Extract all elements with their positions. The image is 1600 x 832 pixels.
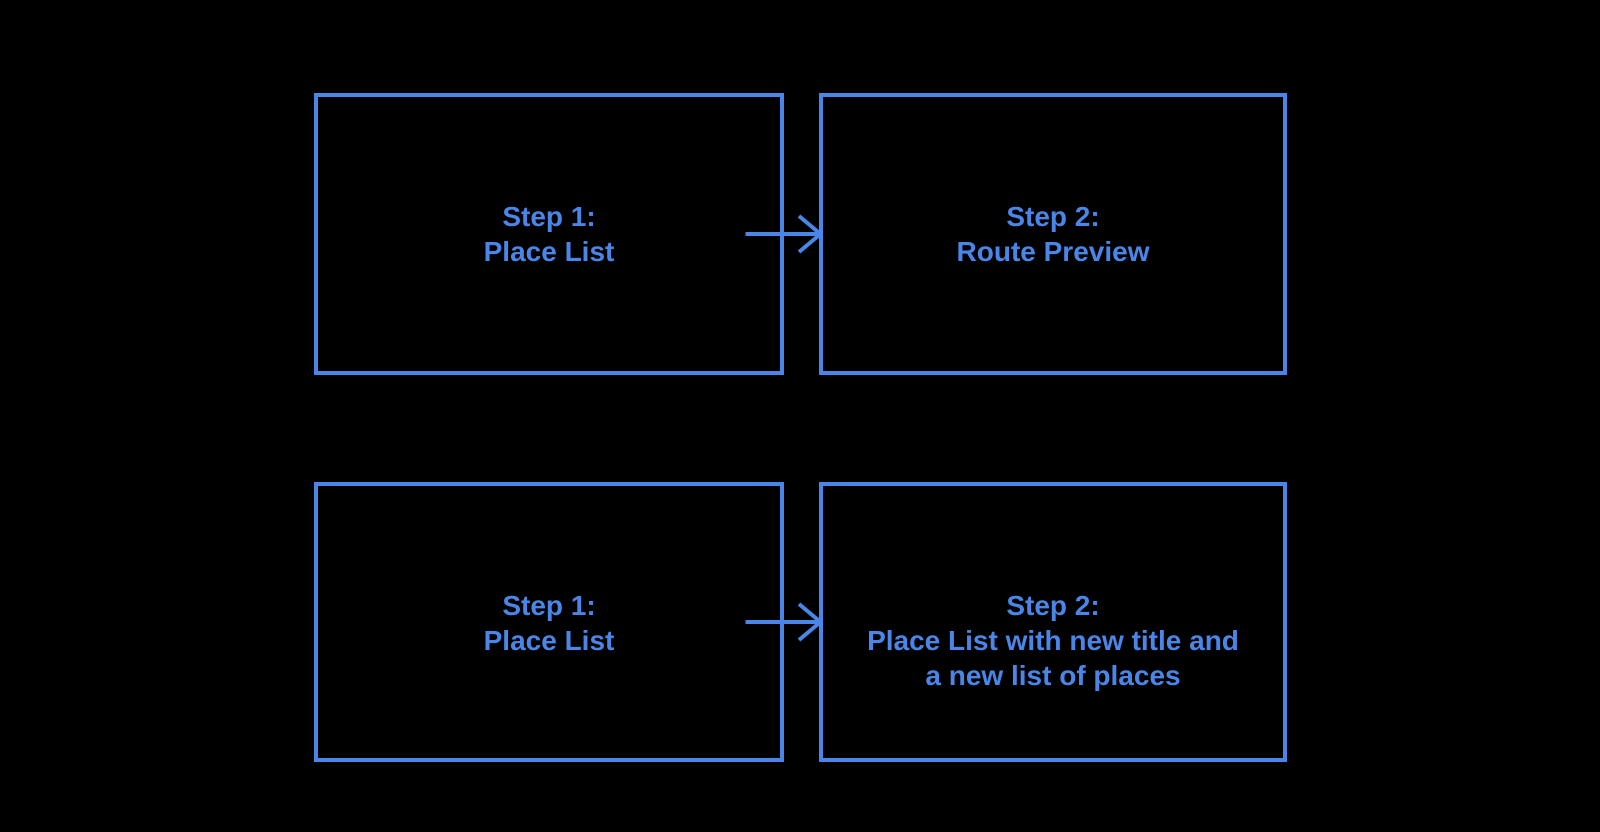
flow-box-step1-top-label: Step 1: Place List xyxy=(314,199,784,269)
label-line: Place List with new title and xyxy=(867,625,1239,656)
label-line: Step 1: xyxy=(502,590,596,621)
label-line: Step 1: xyxy=(502,201,596,232)
right-arrow-icon xyxy=(745,602,822,642)
right-arrow-icon xyxy=(745,214,822,254)
label-line: Step 2: xyxy=(1006,590,1100,621)
flow-box-step2-bottom xyxy=(819,482,1287,762)
flow-box-step1-bottom-label: Step 1: Place List xyxy=(314,588,784,658)
label-line: Place List xyxy=(483,625,615,656)
label-line: Route Preview xyxy=(956,236,1150,267)
label-line: Step 2: xyxy=(1006,201,1100,232)
label-line: a new list of places xyxy=(925,660,1181,691)
label-line: Place List xyxy=(483,236,615,267)
flow-box-step2-top xyxy=(819,93,1287,375)
flow-box-step2-bottom-label: Step 2: Place List with new title and a … xyxy=(819,588,1287,693)
flow-box-step2-top-label: Step 2: Route Preview xyxy=(819,199,1287,269)
